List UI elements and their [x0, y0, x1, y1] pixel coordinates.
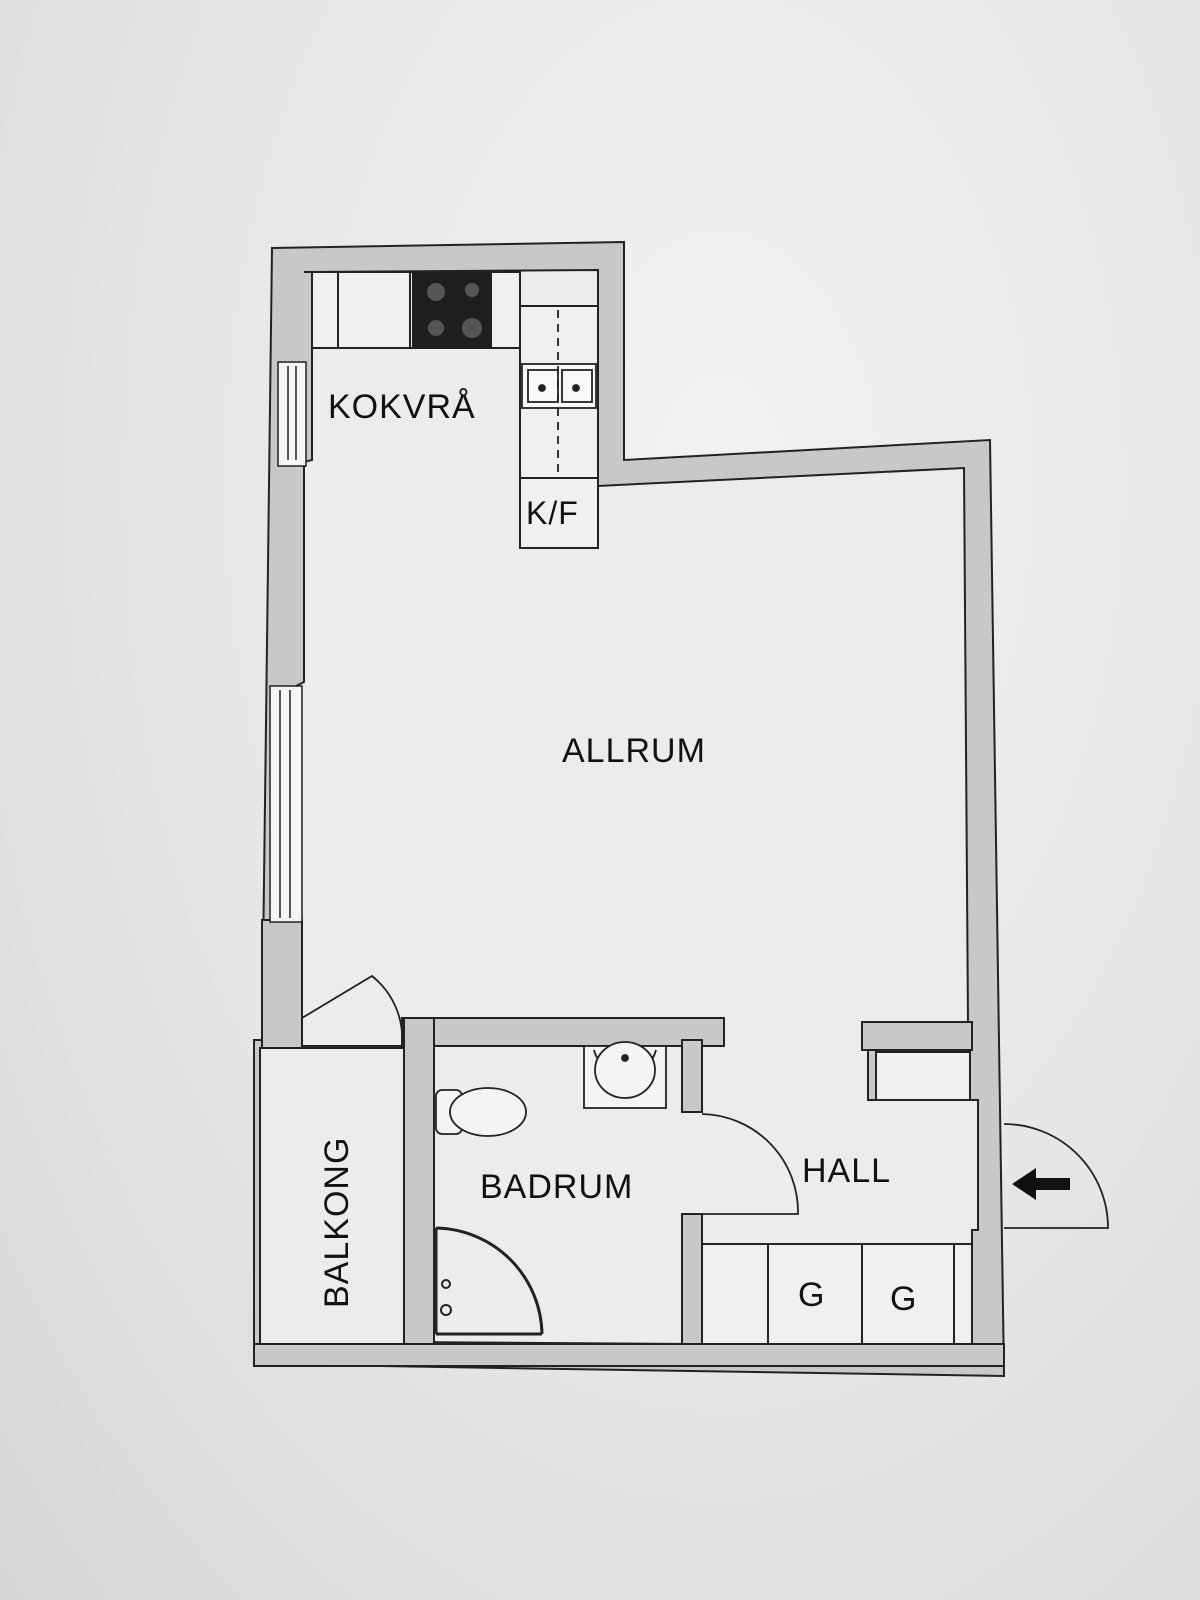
balcony-door[interactable]: [301, 974, 404, 1045]
hall-wall-stub: [861, 1021, 973, 1051]
toilet-icon: [435, 1087, 527, 1137]
label-hall: HALL: [802, 1152, 891, 1190]
label-kitchen: KOKVRÅ: [328, 388, 476, 426]
fridge-freezer-cabinet: [519, 477, 599, 549]
washbasin-icon: [583, 1041, 667, 1109]
window-lower: [269, 685, 303, 923]
label-living-room: ALLRUM: [562, 732, 706, 770]
balcony-floor: [259, 1047, 405, 1359]
label-wardrobe-2: G: [890, 1280, 917, 1318]
bathroom-door[interactable]: [701, 1113, 799, 1215]
entrance-arrow-icon: [1012, 1168, 1070, 1200]
label-fridge-freezer: K/F: [526, 495, 579, 531]
left-wall-lower: [261, 919, 303, 1049]
bathroom-left-wall: [403, 1017, 435, 1345]
stove-icon: [412, 272, 492, 348]
hall-shelf: [875, 1051, 971, 1101]
label-wardrobe-1: G: [798, 1276, 825, 1314]
entrance-door[interactable]: [1003, 1123, 1109, 1229]
window-upper: [277, 361, 307, 467]
bathroom-right-wall-upper: [681, 1039, 703, 1113]
bottom-wall: [253, 1343, 1005, 1367]
shower-icon: [434, 1226, 544, 1336]
label-balcony: BALKONG: [318, 1137, 356, 1308]
sink-icon: [521, 310, 597, 476]
wardrobe-row: [701, 1243, 973, 1345]
label-bathroom: BADRUM: [480, 1168, 633, 1206]
bathroom-right-wall-lower: [681, 1213, 703, 1345]
bathroom-top-wall: [401, 1017, 725, 1047]
